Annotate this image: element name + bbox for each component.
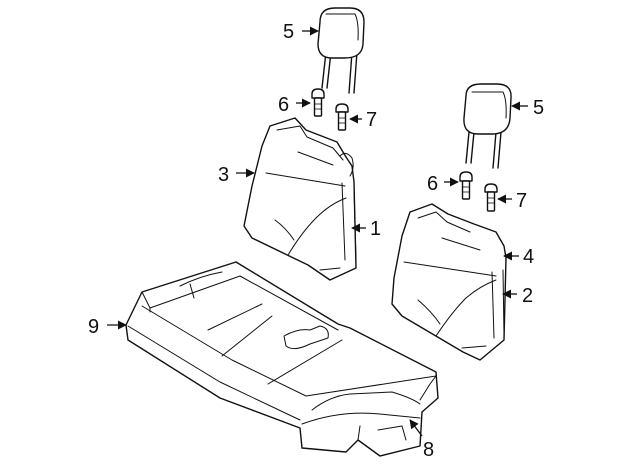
leader-8	[409, 419, 423, 437]
callout-labels: 5 6 7 3 1 5 6 7 4 2 9 8	[88, 21, 544, 461]
callout-7-upper: 7	[366, 109, 377, 131]
callout-2: 2	[522, 285, 533, 307]
callout-9: 9	[88, 316, 99, 338]
seat-cushion	[125, 261, 439, 457]
callout-4: 4	[523, 246, 534, 268]
seatback-right	[391, 203, 507, 361]
callout-5-lower: 5	[533, 97, 544, 119]
callout-6-lower: 6	[427, 173, 438, 195]
pin-left	[335, 103, 349, 131]
callout-1: 1	[370, 218, 381, 240]
callout-leaders	[107, 26, 528, 437]
bolt-right	[459, 171, 473, 200]
seatback-left	[243, 117, 357, 281]
headrest-left	[317, 7, 365, 94]
callout-8: 8	[423, 439, 434, 461]
headrest-right	[463, 83, 512, 169]
bolt-left	[311, 88, 325, 117]
callout-6-upper: 6	[278, 94, 289, 116]
callout-7-lower: 7	[516, 190, 527, 212]
callout-3: 3	[218, 164, 229, 186]
pin-right	[484, 183, 498, 212]
callout-5-upper: 5	[283, 21, 294, 43]
